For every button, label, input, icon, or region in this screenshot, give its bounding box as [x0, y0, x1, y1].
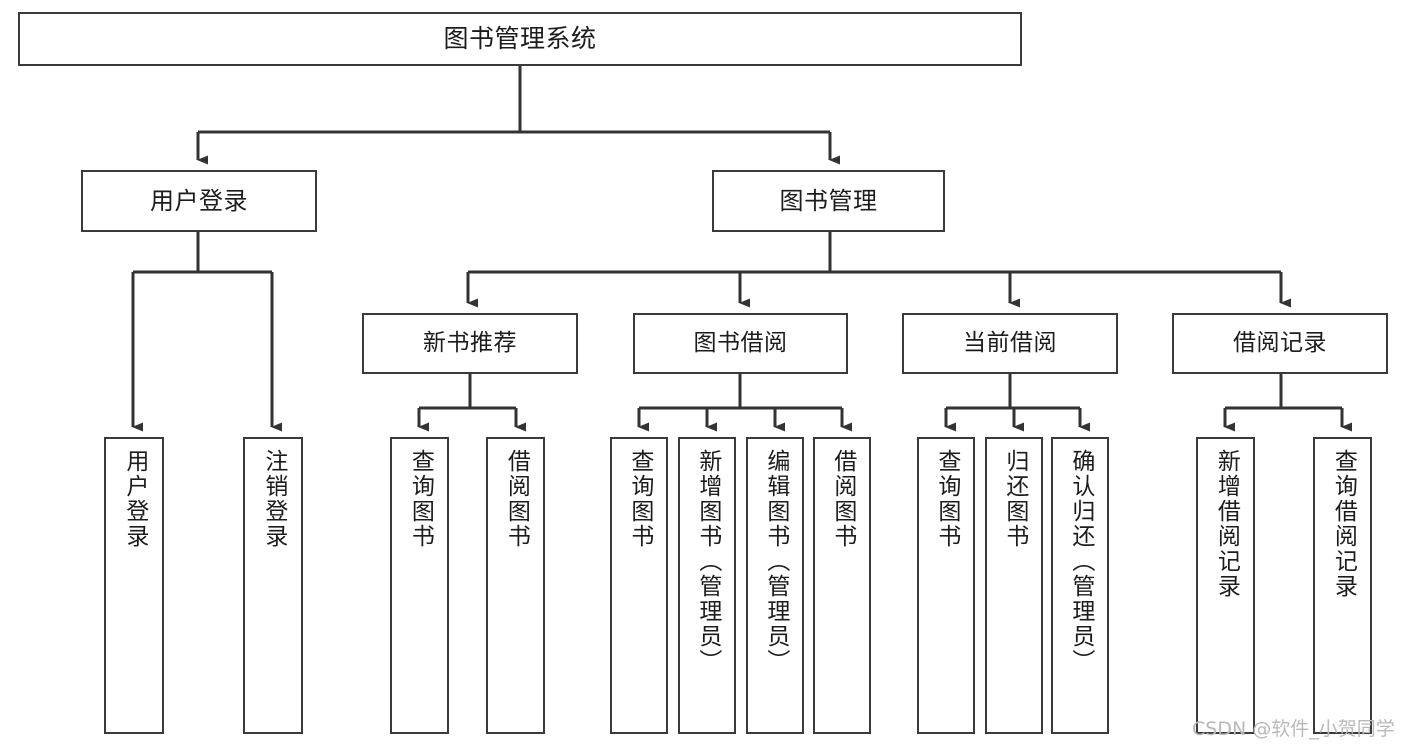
node-leaf-label: 借阅图书 — [503, 449, 530, 549]
node-leaf-label: 归还图书 — [1001, 449, 1028, 549]
node-leaf-label: 确认归还（管理员） — [1067, 449, 1094, 674]
node-leaf-label: 用户登录 — [121, 449, 148, 549]
node-root[interactable]: 图书管理系统 — [18, 12, 1022, 66]
node-leaf-label: 查询图书 — [933, 449, 960, 549]
node-leaf-book-borrow-1[interactable]: 查询图书 — [610, 437, 668, 734]
node-leaf-user-login-1[interactable]: 用户登录 — [104, 437, 164, 734]
node-leaf-label: 查询图书 — [407, 449, 434, 549]
node-leaf-label: 新增借阅记录 — [1213, 449, 1240, 599]
node-leaf-label: 注销登录 — [260, 449, 287, 549]
node-root-label: 图书管理系统 — [443, 24, 597, 54]
node-leaf-new-book-rec-2[interactable]: 借阅图书 — [486, 437, 545, 734]
node-leaf-current-borrow-1[interactable]: 查询图书 — [917, 437, 975, 734]
node-leaf-book-borrow-3[interactable]: 编辑图书（管理员） — [746, 437, 804, 734]
node-leaf-label: 查询图书 — [626, 449, 653, 549]
node-book-borrow[interactable]: 图书借阅 — [633, 313, 848, 374]
node-borrow-record-label: 借阅记录 — [1233, 330, 1327, 357]
node-leaf-current-borrow-2[interactable]: 归还图书 — [985, 437, 1043, 734]
node-book-borrow-label: 图书借阅 — [693, 330, 788, 357]
node-current-borrow-label: 当前借阅 — [963, 330, 1057, 357]
node-user-login[interactable]: 用户登录 — [81, 170, 317, 232]
node-book-manage-label: 图书管理 — [779, 187, 878, 215]
node-borrow-record[interactable]: 借阅记录 — [1172, 313, 1388, 374]
node-leaf-new-book-rec-1[interactable]: 查询图书 — [390, 437, 449, 734]
watermark: CSDN @软件_小贺同学 — [1192, 718, 1395, 740]
node-leaf-borrow-record-2[interactable]: 查询借阅记录 — [1313, 437, 1372, 734]
node-leaf-borrow-record-1[interactable]: 新增借阅记录 — [1196, 437, 1255, 734]
node-new-book-rec[interactable]: 新书推荐 — [362, 313, 578, 374]
node-new-book-rec-label: 新书推荐 — [423, 330, 517, 357]
node-leaf-label: 查询借阅记录 — [1330, 449, 1357, 599]
node-leaf-label: 新增图书（管理员） — [694, 449, 721, 674]
node-leaf-label: 借阅图书 — [829, 449, 856, 549]
node-user-login-label: 用户登录 — [150, 187, 248, 215]
node-leaf-book-borrow-4[interactable]: 借阅图书 — [813, 437, 871, 734]
node-book-manage[interactable]: 图书管理 — [712, 170, 945, 232]
node-leaf-label: 编辑图书（管理员） — [762, 449, 789, 674]
node-leaf-user-login-2[interactable]: 注销登录 — [243, 437, 303, 734]
node-leaf-book-borrow-2[interactable]: 新增图书（管理员） — [678, 437, 736, 734]
node-current-borrow[interactable]: 当前借阅 — [902, 313, 1118, 374]
node-leaf-current-borrow-3[interactable]: 确认归还（管理员） — [1051, 437, 1109, 734]
